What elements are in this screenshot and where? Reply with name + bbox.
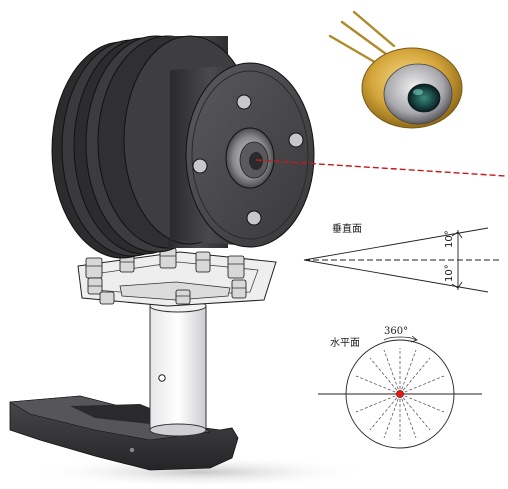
laser-housing bbox=[170, 62, 315, 248]
laser-beam bbox=[255, 159, 507, 177]
floor-shadow bbox=[30, 456, 370, 488]
base-screw-hole bbox=[129, 447, 135, 453]
vertical-plane-label: 垂直面 bbox=[332, 222, 362, 235]
vertical-plane-diagram: 垂直面 10° 10° bbox=[303, 222, 500, 293]
radial-emission-lines bbox=[355, 348, 445, 440]
vertical-angle-lower: 10° bbox=[444, 264, 455, 282]
post-screw-hole bbox=[158, 374, 166, 382]
laser-diode bbox=[328, 10, 463, 129]
horizontal-plane-label: 水平面 bbox=[330, 337, 360, 349]
mounting-hole-right bbox=[288, 132, 304, 148]
mounting-hole-left bbox=[192, 158, 208, 174]
full-angle-label: 360° bbox=[384, 326, 408, 337]
vertical-angle-upper: 10° bbox=[444, 230, 455, 248]
adjustment-bracket bbox=[77, 247, 277, 307]
mount-post bbox=[149, 299, 207, 437]
mounting-hole-bottom bbox=[246, 210, 262, 226]
emitter-point bbox=[396, 390, 404, 398]
mounting-hole-top bbox=[236, 94, 252, 110]
horizontal-plane-diagram: 水平面 360° bbox=[318, 326, 482, 449]
